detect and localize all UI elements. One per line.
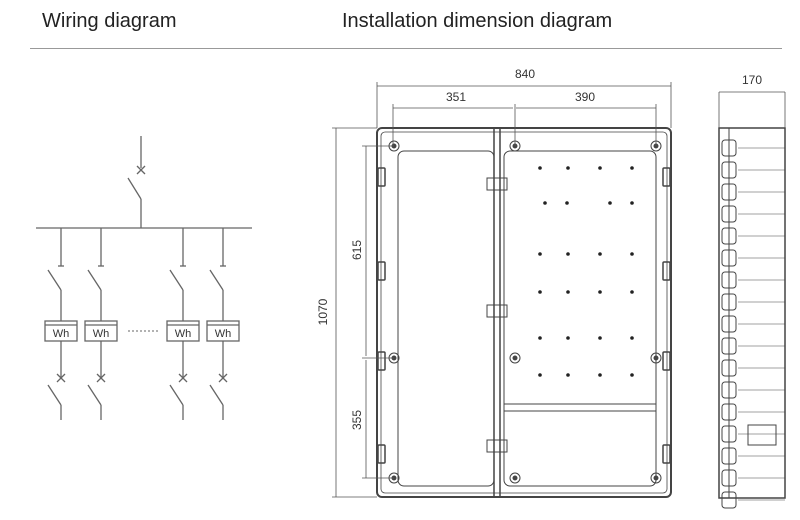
breaker-x: [96, 373, 106, 383]
enclosure-outline: [376, 127, 672, 498]
screw-hole: [509, 352, 521, 364]
latch: [377, 351, 386, 371]
breaker-x: [136, 165, 146, 175]
mounting-point: [566, 252, 570, 256]
dim-height-total: 1070: [316, 298, 330, 325]
screw-center: [653, 355, 659, 361]
hinge-clip: [486, 177, 508, 191]
enclosure-inner: [380, 131, 668, 494]
mounting-point: [538, 290, 542, 294]
mounting-point: [566, 290, 570, 294]
wiring-diagram: Wh Wh Wh Wh: [36, 136, 252, 420]
latch: [377, 444, 386, 464]
mounting-point: [608, 201, 612, 205]
mounting-point: [630, 201, 634, 205]
breaker-x: [218, 373, 228, 383]
mounting-point: [566, 336, 570, 340]
screw-center: [512, 355, 518, 361]
side-view: [718, 91, 786, 509]
side-rib: [721, 249, 737, 267]
side-rib: [721, 359, 737, 377]
meter-label: Wh: [93, 328, 110, 340]
dimension-labels: 840 351 390 170 1070 615 355: [316, 67, 762, 430]
wiring-diagram-title: Wiring diagram: [42, 10, 177, 32]
side-window: [747, 424, 777, 446]
dim-lower-height: 355: [350, 410, 364, 430]
side-rib: [721, 227, 737, 245]
latch: [662, 261, 671, 281]
outgoing-switch: [169, 384, 184, 406]
right-door-window: [503, 150, 657, 487]
mounting-point: [538, 336, 542, 340]
latch: [662, 167, 671, 187]
breaker-x: [178, 373, 188, 383]
side-rib: [721, 381, 737, 399]
side-rib: [721, 447, 737, 465]
side-rib: [721, 271, 737, 289]
outgoing-switch: [47, 384, 62, 406]
side-rib: [721, 425, 737, 443]
screw-hole: [650, 472, 662, 484]
side-rib: [721, 315, 737, 333]
dim-width-total: 840: [515, 67, 535, 81]
main-switch: [127, 177, 142, 200]
side-rib: [721, 205, 737, 223]
mounting-point: [565, 201, 569, 205]
side-rib: [721, 403, 737, 421]
dim-right-span: 390: [575, 90, 595, 104]
installation-diagram-title: Installation dimension diagram: [342, 10, 613, 32]
side-rib: [721, 183, 737, 201]
mounting-point: [538, 373, 542, 377]
latch: [377, 167, 386, 187]
mounting-point: [630, 336, 634, 340]
screw-hole: [650, 352, 662, 364]
latch: [377, 261, 386, 281]
screw-center: [653, 475, 659, 481]
meter-label: Wh: [175, 328, 192, 340]
screw-hole: [509, 472, 521, 484]
header-divider: [30, 48, 782, 49]
side-outline: [718, 127, 786, 499]
mounting-point: [630, 290, 634, 294]
mounting-point: [538, 166, 542, 170]
mounting-point: [538, 252, 542, 256]
mounting-point: [598, 373, 602, 377]
breaker-x: [56, 373, 66, 383]
mounting-point: [630, 373, 634, 377]
latch: [662, 351, 671, 371]
branch-switch: [47, 269, 62, 291]
dim-depth: 170: [742, 73, 762, 87]
mounting-point: [543, 201, 547, 205]
dim-left-span: 351: [446, 90, 466, 104]
mounting-point: [598, 290, 602, 294]
dim-upper-height: 615: [350, 240, 364, 260]
meter-label: Wh: [215, 328, 232, 340]
latch: [662, 444, 671, 464]
hinge-clip: [486, 304, 508, 318]
side-rib: [721, 337, 737, 355]
outgoing-switch: [87, 384, 102, 406]
meter-label: Wh: [53, 328, 70, 340]
side-rib: [721, 491, 737, 509]
branch-switch: [87, 269, 102, 291]
side-rib: [721, 469, 737, 487]
side-rib: [721, 293, 737, 311]
side-rib: [721, 161, 737, 179]
mounting-point: [630, 166, 634, 170]
mounting-point: [598, 336, 602, 340]
screw-center: [512, 475, 518, 481]
left-door-window: [397, 150, 495, 487]
mounting-point: [598, 166, 602, 170]
front-view: [332, 82, 672, 498]
branch-switch: [209, 269, 224, 291]
mounting-point: [566, 373, 570, 377]
hinge-clip: [486, 439, 508, 453]
outgoing-switch: [209, 384, 224, 406]
mounting-point: [566, 166, 570, 170]
mounting-point: [630, 252, 634, 256]
mounting-point: [598, 252, 602, 256]
side-rib: [721, 139, 737, 157]
branch-switch: [169, 269, 184, 291]
